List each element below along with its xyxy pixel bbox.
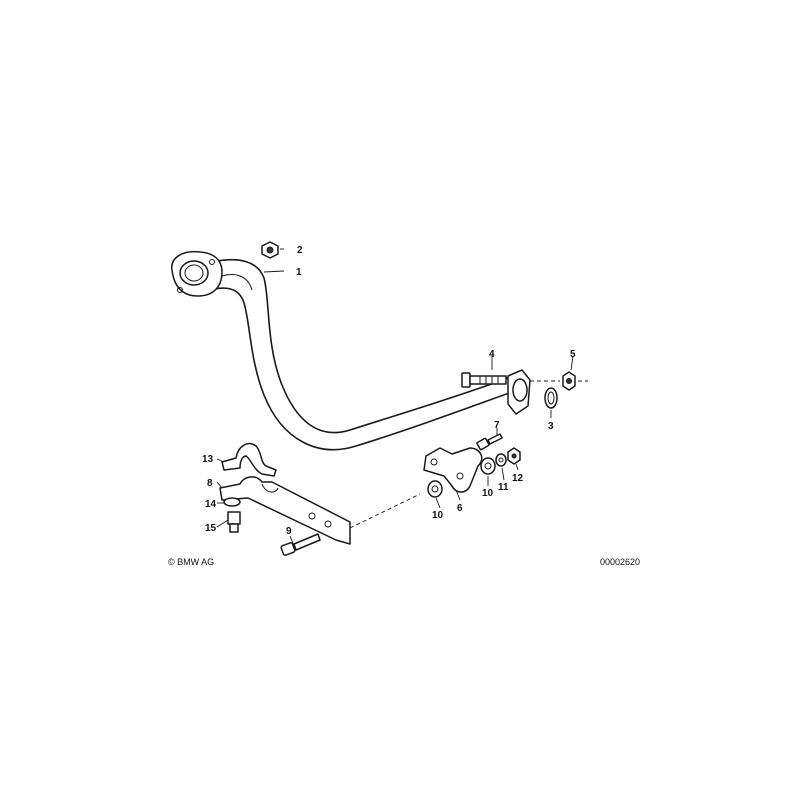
part-10-grommet-upper — [480, 457, 496, 475]
front-exhaust-pipe — [171, 250, 531, 451]
assembly-axis-line — [349, 493, 421, 529]
callout-3: 3 — [548, 421, 554, 432]
callout-13: 13 — [202, 454, 214, 465]
callout-5: 5 — [570, 349, 576, 360]
part-15-bolt — [227, 511, 241, 533]
callout-4: 4 — [489, 349, 495, 360]
part-4-bolt — [461, 372, 507, 388]
part-12-nut — [507, 447, 521, 465]
part-9-bolt — [280, 533, 321, 556]
part-7-bolt — [476, 433, 503, 451]
callout-9: 9 — [286, 526, 292, 537]
part-11-washer — [495, 453, 507, 467]
diagram-id: 00002620 — [600, 557, 641, 567]
part-6-bracket — [423, 447, 483, 493]
part-13-clamp — [221, 442, 277, 477]
callout-11: 11 — [498, 482, 509, 493]
part-8-bracket — [219, 476, 351, 545]
copyright-notice: © BMW AG — [168, 557, 215, 567]
part-3-gasket — [544, 387, 558, 409]
callout-2: 2 — [297, 245, 303, 256]
callout-14: 14 — [205, 499, 217, 510]
part-14-washer — [223, 497, 241, 507]
part-2-nut — [261, 241, 279, 259]
callout-10-upper: 10 — [482, 488, 494, 499]
callout-8: 8 — [207, 478, 213, 489]
part-10-grommet-lower — [427, 480, 443, 498]
callout-15: 15 — [205, 523, 217, 534]
callout-10-lower: 10 — [432, 510, 444, 521]
callout-12: 12 — [512, 473, 524, 484]
callout-1: 1 — [296, 267, 302, 278]
callout-7: 7 — [494, 420, 500, 431]
callout-6: 6 — [457, 503, 463, 514]
leader-lines — [216, 248, 574, 547]
part-5-nut — [562, 371, 576, 391]
